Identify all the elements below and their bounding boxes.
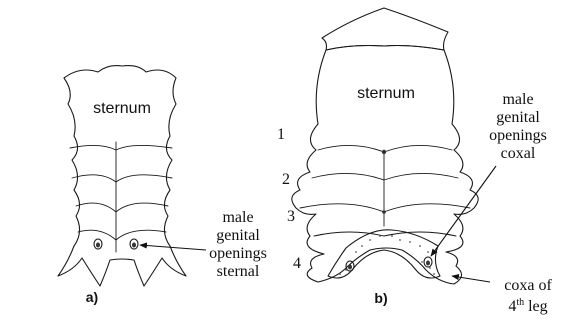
figure-b-callout-bottom-sup: th [516, 297, 524, 308]
figure-a-opening-right-fill [132, 243, 136, 248]
figure-b-callout-bottom-num: 4 [508, 298, 516, 315]
figure-a-callout-line-4: sternal [217, 263, 260, 280]
figure-b-head [322, 8, 448, 50]
figure-b-callout-bottom-word: leg [528, 298, 548, 315]
figure-b-segment-number-2: 2 [282, 171, 290, 188]
figure-b-drawing [292, 8, 478, 284]
figure-a-groove-2 [72, 175, 172, 182]
figure-b-callout-top-line-3: openings [489, 127, 547, 144]
figure-a-sternum-plate [58, 66, 186, 286]
figure-b-segment-number-1: 1 [277, 126, 285, 143]
figure-b-callout-top-line-1: male [502, 91, 533, 108]
figure-a-sternum-label: sternum [93, 100, 151, 117]
figure-a-groove-1 [70, 145, 172, 150]
figure-b-opening-right-fill [426, 261, 430, 266]
figure-b-segment-line-2 [312, 173, 458, 180]
figure-a-groove-3 [76, 203, 168, 212]
figure-b-coxa-4-plate [328, 230, 440, 278]
figure-a-drawing [58, 66, 186, 286]
figure-b-body [292, 46, 478, 285]
figure-a-groove-4 [78, 230, 166, 240]
figure-b-callout-top-line-4: coxal [501, 145, 536, 162]
figure-b-callout-top-line-2: genital [496, 109, 540, 126]
figure-a-callout: male genital openings sternal [209, 209, 267, 280]
figure-b-part-label: b) [374, 290, 387, 306]
figure-b-segment-number-3: 3 [287, 208, 295, 225]
figure-a-opening-left-fill [96, 243, 100, 248]
figure-b-callout-top: male genital openings coxal [489, 91, 547, 162]
figure-a-part-label: a) [86, 289, 98, 305]
figure-a-callout-arrow [140, 245, 206, 250]
figure-a-callout-line-2: genital [216, 227, 260, 244]
figure-b-segment-line-4 [314, 232, 456, 236]
figure-b-sternum-label: sternum [357, 85, 415, 102]
figure-a-callout-line-1: male [222, 209, 253, 226]
figure-b-midline-dot-2 [382, 210, 386, 214]
figure-a-callout-line-3: openings [209, 245, 267, 262]
figure-b-callout-bottom-line-2: 4th leg [508, 297, 547, 315]
figure-b-midline-dot-1 [382, 150, 386, 154]
figure-b-callout-bottom-line-1: coxa of [504, 277, 552, 294]
figure-b-segment-number-4: 4 [293, 255, 301, 272]
figure-b-opening-left-fill [348, 265, 352, 270]
